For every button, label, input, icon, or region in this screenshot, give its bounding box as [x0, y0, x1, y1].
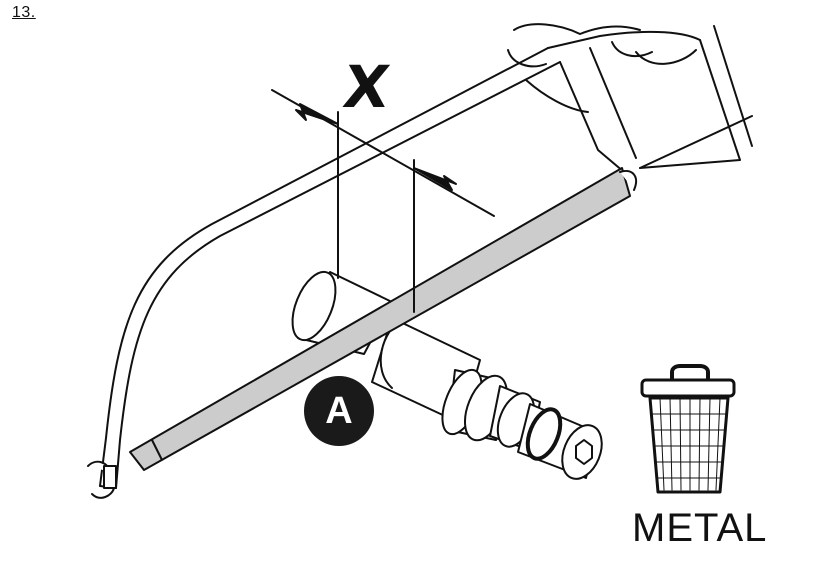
- wingnut-icon: [87, 460, 117, 499]
- dimension-label: X: [339, 53, 394, 121]
- trash-bin-icon: [640, 364, 736, 494]
- step-number: 13.: [12, 4, 36, 21]
- recycling-material-label: METAL: [632, 506, 768, 550]
- saw-blade: [129, 167, 638, 471]
- saw-frame: [99, 25, 753, 489]
- callout-label: A: [325, 389, 353, 432]
- callout-badge: A: [304, 376, 374, 446]
- hand-illustration: [507, 23, 697, 113]
- dimension-x-lines: [271, 89, 495, 313]
- pipe-right-segment: [371, 315, 603, 480]
